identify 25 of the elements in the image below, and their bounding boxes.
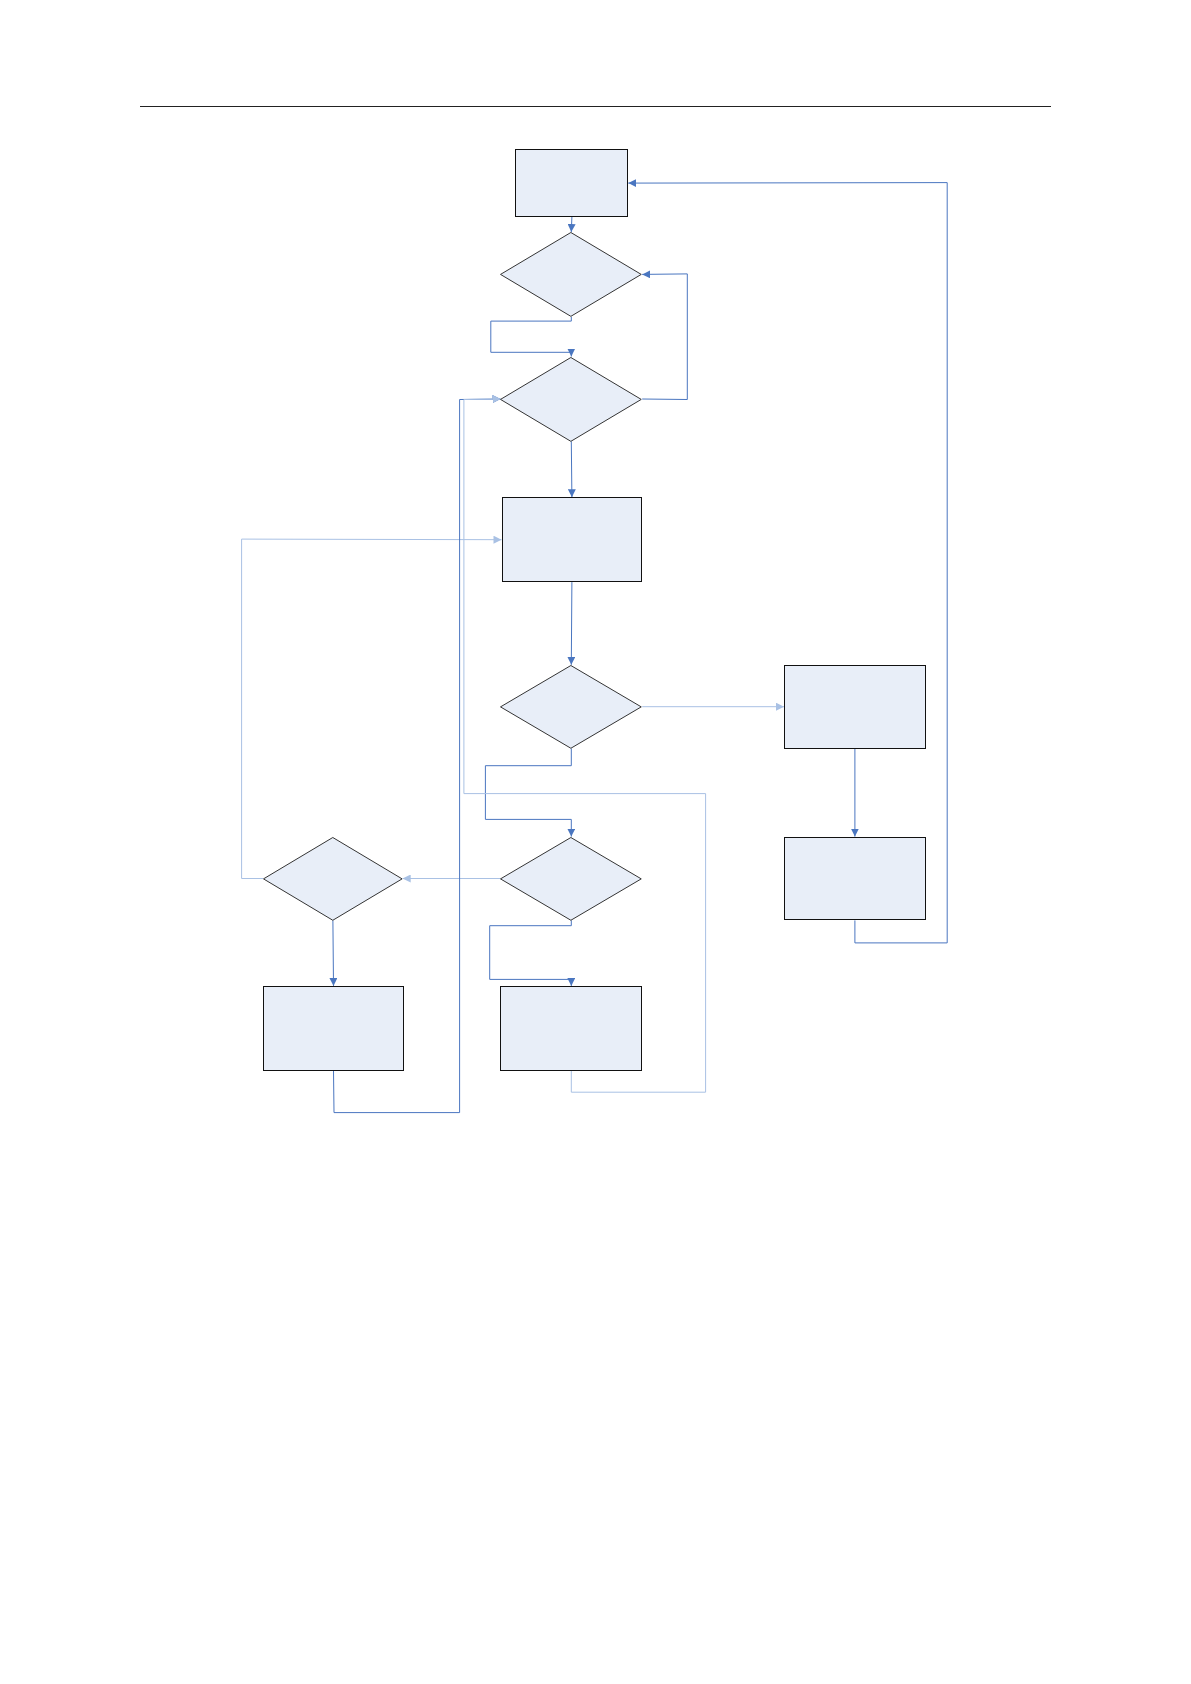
decision-diamond — [500, 231, 643, 317]
process-box — [500, 985, 643, 1071]
arrow — [490, 316, 576, 357]
process-box — [515, 149, 629, 217]
arrow — [329, 919, 338, 987]
arrow — [641, 702, 785, 711]
process-box — [263, 985, 404, 1071]
arrow — [850, 748, 859, 838]
arrow — [567, 216, 576, 233]
arrow — [567, 581, 576, 666]
process-box — [501, 497, 643, 583]
arrow — [463, 395, 707, 1093]
decision-diamond — [263, 836, 403, 921]
process-box — [783, 664, 926, 749]
arrow — [484, 748, 576, 838]
arrow — [241, 535, 502, 879]
arrow — [402, 874, 501, 883]
process-box — [783, 836, 926, 921]
arrow — [489, 919, 576, 987]
decision-diamond — [500, 356, 643, 442]
arrow — [627, 179, 948, 944]
arrow — [567, 440, 576, 498]
decision-diamond — [500, 664, 643, 749]
decision-diamond — [500, 836, 643, 921]
arrow — [641, 270, 688, 400]
